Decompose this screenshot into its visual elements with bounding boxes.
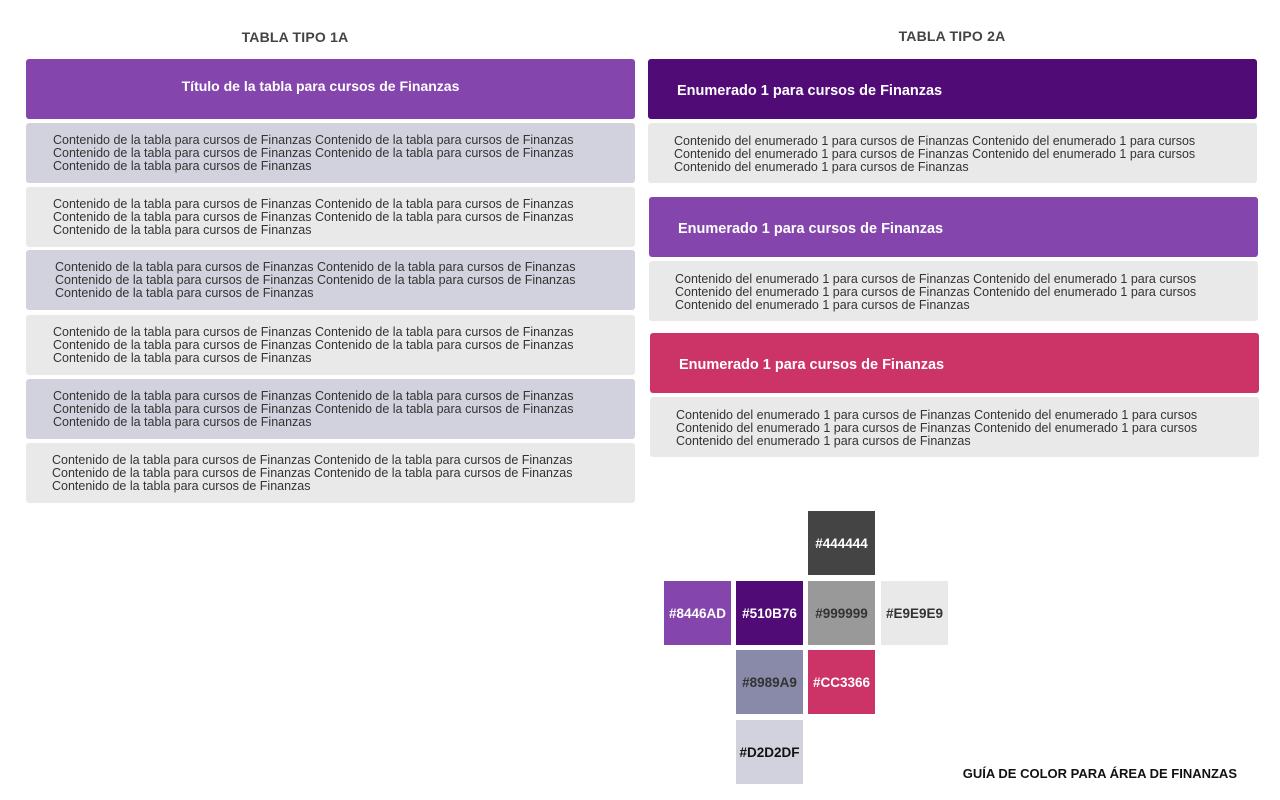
tabla-1a-row-text-line: Contenido de la tabla para cursos de Fin… — [52, 466, 573, 480]
tabla-2a-body-text-line: Contenido del enumerado 1 para cursos de… — [676, 421, 1198, 435]
tabla-1a-row-text-line: Contenido de la tabla para cursos de Fin… — [55, 286, 314, 300]
color-swatch: #8446AD — [664, 581, 731, 645]
tabla-2a-body-text-line: Contenido del enumerado 1 para cursos de… — [674, 160, 969, 174]
tabla-2a-body-text-line: Contenido del enumerado 1 para cursos de… — [675, 298, 970, 312]
color-swatch: #8989A9 — [736, 650, 803, 714]
tabla-1a-title-bar: Título de la tabla para cursos de Finanz… — [26, 59, 635, 119]
tabla-2a-body-text-line: Contenido del enumerado 1 para cursos de… — [676, 408, 1198, 422]
tabla-1a-row-text-line: Contenido de la tabla para cursos de Fin… — [53, 133, 574, 147]
tabla-2a-header: Enumerado 1 para cursos de Finanzas — [649, 197, 1258, 257]
tabla-2a-body: Contenido del enumerado 1 para cursos de… — [650, 397, 1259, 457]
color-swatch: #510B76 — [736, 581, 803, 645]
tabla-1a-row-text-line: Contenido de la tabla para cursos de Fin… — [53, 223, 312, 237]
tabla-1a-row-text-line: Contenido de la tabla para cursos de Fin… — [52, 479, 311, 493]
tabla-1a-title: Título de la tabla para cursos de Finanz… — [181, 78, 460, 94]
tabla-1a-row-text-line: Contenido de la tabla para cursos de Fin… — [53, 325, 574, 339]
tabla-2a-header: Enumerado 1 para cursos de Finanzas — [650, 333, 1259, 393]
tabla-2a-heading: TABLA TIPO 2A — [898, 28, 1006, 44]
tabla-1a-row-text-line: Contenido de la tabla para cursos de Fin… — [53, 159, 312, 173]
tabla-2a-body-text-line: Contenido del enumerado 1 para cursos de… — [675, 272, 1197, 286]
tabla-1a-row: Contenido de la tabla para cursos de Fin… — [26, 123, 635, 183]
tabla-2a-body-text-line: Contenido del enumerado 1 para cursos de… — [675, 285, 1197, 299]
tabla-1a-row: Contenido de la tabla para cursos de Fin… — [26, 187, 635, 247]
tabla-2a-body-text-line: Contenido del enumerado 1 para cursos de… — [674, 134, 1196, 148]
tabla-1a-row: Contenido de la tabla para cursos de Fin… — [26, 315, 635, 375]
color-guide-caption: GUÍA DE COLOR PARA ÁREA DE FINANZAS — [962, 766, 1237, 781]
tabla-2a-body-text-line: Contenido del enumerado 1 para cursos de… — [674, 147, 1196, 161]
tabla-1a-row-text-line: Contenido de la tabla para cursos de Fin… — [53, 338, 574, 352]
tabla-1a-row-text-line: Contenido de la tabla para cursos de Fin… — [53, 197, 574, 211]
tabla-1a-row-text-line: Contenido de la tabla para cursos de Fin… — [53, 389, 574, 403]
tabla-1a-row-text-line: Contenido de la tabla para cursos de Fin… — [53, 402, 574, 416]
tabla-2a-body-text-line: Contenido del enumerado 1 para cursos de… — [676, 434, 971, 448]
tabla-1a-row: Contenido de la tabla para cursos de Fin… — [26, 250, 635, 310]
tabla-1a-row-text-line: Contenido de la tabla para cursos de Fin… — [53, 210, 574, 224]
tabla-1a-row-text-line: Contenido de la tabla para cursos de Fin… — [55, 273, 576, 287]
color-swatch: #D2D2DF — [736, 720, 803, 784]
tabla-1a-row-text-line: Contenido de la tabla para cursos de Fin… — [53, 146, 574, 160]
color-swatch: #E9E9E9 — [881, 581, 948, 645]
tabla-2a-body: Contenido del enumerado 1 para cursos de… — [649, 261, 1258, 321]
color-swatch: #CC3366 — [808, 650, 875, 714]
color-swatch: #444444 — [808, 511, 875, 575]
color-swatch: #999999 — [808, 581, 875, 645]
tabla-2a-body: Contenido del enumerado 1 para cursos de… — [648, 123, 1257, 183]
tabla-1a-row: Contenido de la tabla para cursos de Fin… — [26, 443, 635, 503]
tabla-1a-row-text-line: Contenido de la tabla para cursos de Fin… — [52, 453, 573, 467]
tabla-1a-row-text-line: Contenido de la tabla para cursos de Fin… — [53, 415, 312, 429]
tabla-1a-row-text-line: Contenido de la tabla para cursos de Fin… — [53, 351, 312, 365]
tabla-1a-heading: TABLA TIPO 1A — [241, 29, 349, 45]
tabla-1a-row: Contenido de la tabla para cursos de Fin… — [26, 379, 635, 439]
tabla-2a-header: Enumerado 1 para cursos de Finanzas — [648, 59, 1257, 119]
tabla-1a-row-text-line: Contenido de la tabla para cursos de Fin… — [55, 260, 576, 274]
